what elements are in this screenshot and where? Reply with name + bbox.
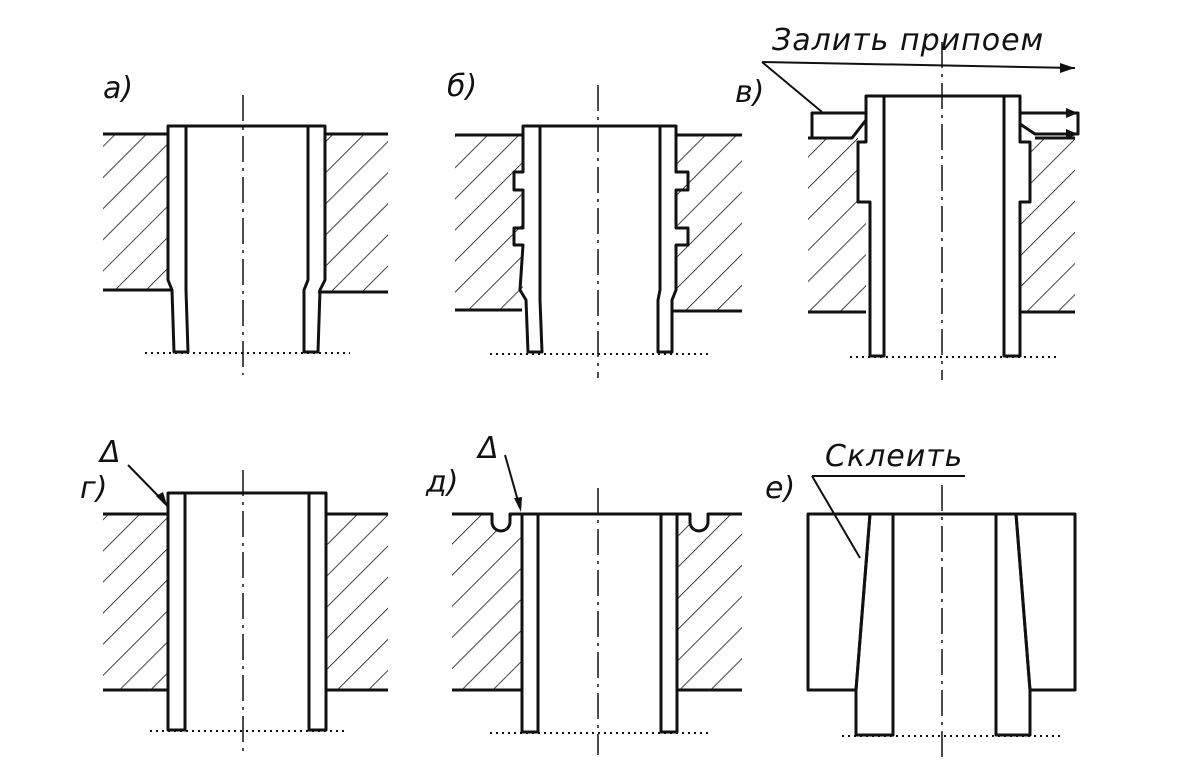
panel-g: Δ г): [80, 435, 388, 755]
label-g: г): [80, 471, 107, 506]
body-right-e: [1014, 512, 1077, 692]
panel-a: а): [103, 71, 388, 375]
tube-left-wall-b: [512, 124, 544, 354]
tube-left-wall-a: [166, 124, 190, 354]
tube-left-wall-g: [166, 491, 187, 732]
mark-g: Δ: [98, 435, 121, 470]
panel-d: Δ д): [425, 431, 742, 755]
label-d: д): [425, 465, 458, 500]
panel-b: б): [447, 69, 742, 378]
body-right-d: [677, 514, 742, 690]
note-glue: Склеить: [825, 439, 963, 474]
tube-right-wall-d: [659, 512, 679, 734]
label-a: а): [103, 71, 133, 106]
body-left-d: [452, 514, 522, 690]
body-left-g: [103, 514, 168, 690]
mark-d: Δ: [476, 431, 499, 466]
body-right-v: [1020, 138, 1075, 312]
tube-right-wall-g: [307, 491, 328, 732]
body-right-g: [326, 514, 388, 690]
panel-v: Залить припоем в): [735, 23, 1080, 380]
tube-left-wall-d: [520, 512, 540, 734]
label-e: е): [765, 471, 795, 506]
tube-left-wall-v: [856, 94, 886, 358]
tube-right-wall-v: [1002, 94, 1032, 358]
note-solder: Залить припоем: [772, 23, 1044, 58]
tube-right-wall-e: [994, 512, 1032, 737]
label-v: в): [735, 75, 764, 110]
panel-e: Склеить е): [765, 439, 1077, 760]
body-left-e: [806, 512, 872, 692]
body-left-v: [808, 138, 866, 312]
leader-v: [761, 61, 1076, 69]
tube-right-wall-b: [656, 124, 690, 354]
solder-left-v: [810, 111, 868, 140]
tube-left-wall-e: [854, 512, 895, 737]
label-b: б): [447, 69, 477, 104]
body-right-b: [676, 135, 742, 312]
body-left-a: [103, 134, 168, 290]
body-left-b: [455, 135, 523, 310]
body-right-a: [325, 134, 388, 293]
tube-right-wall-a: [302, 124, 327, 354]
